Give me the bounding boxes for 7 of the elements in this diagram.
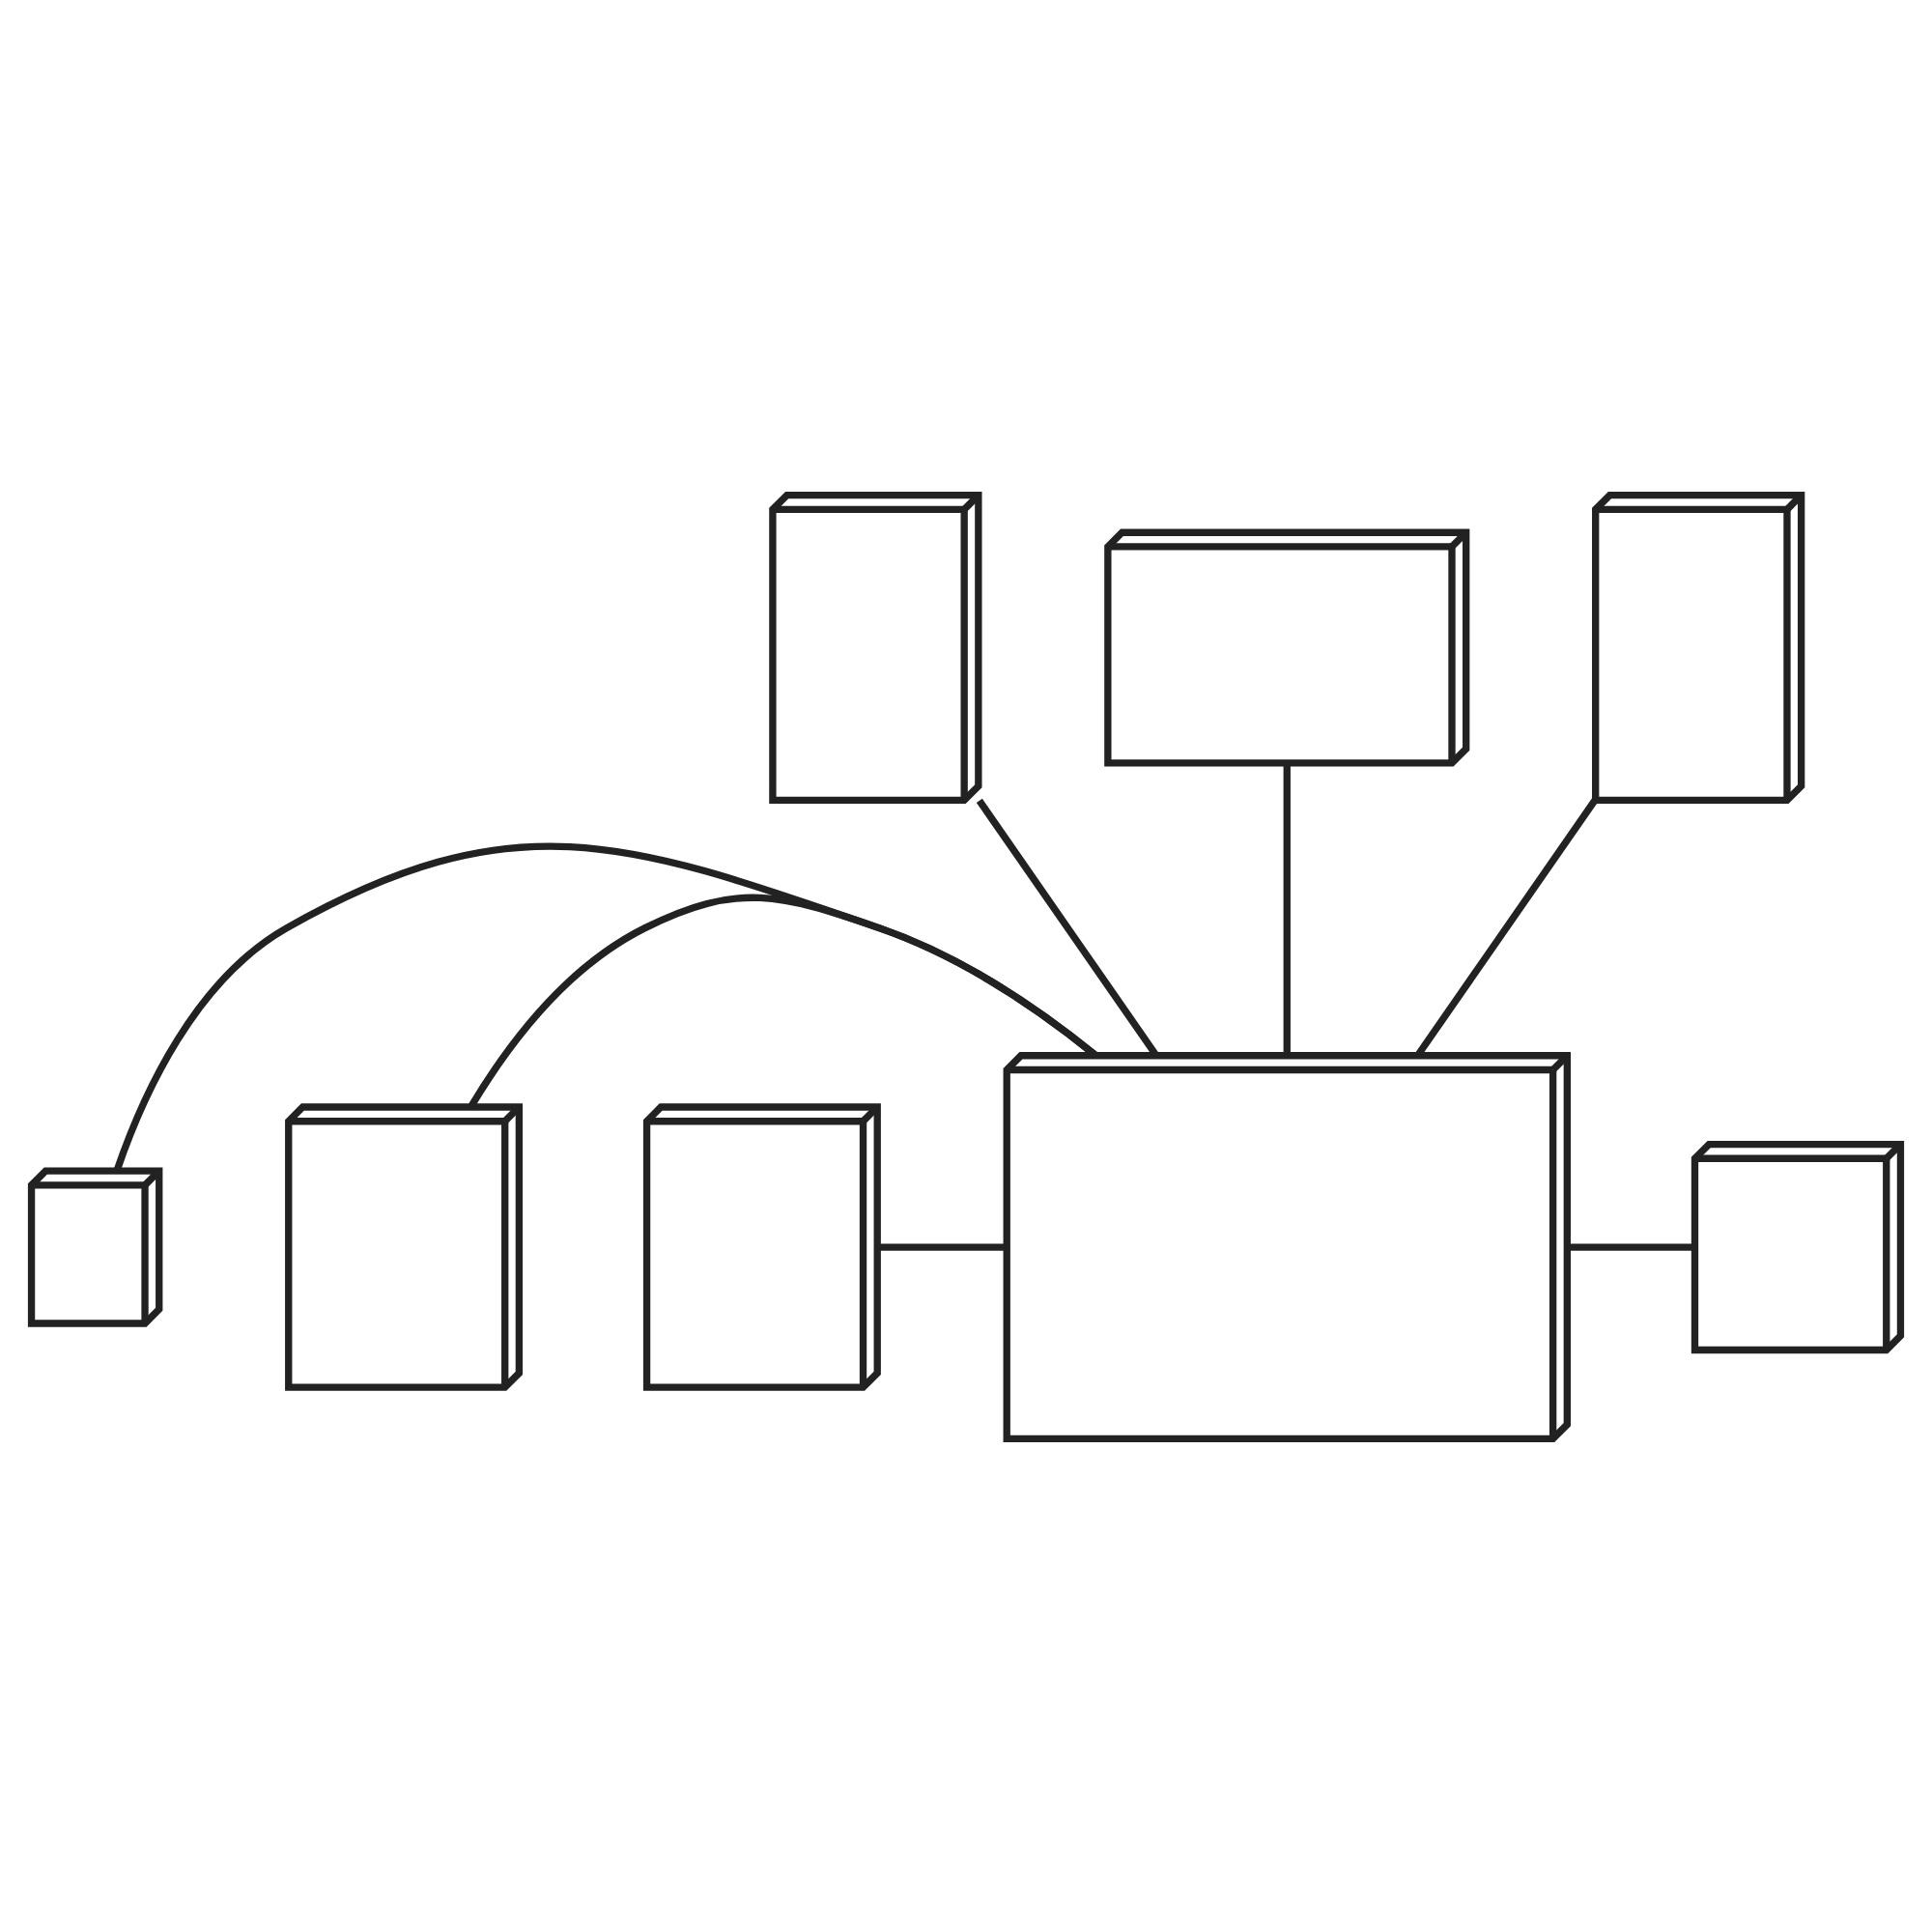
connector — [1567, 1242, 1694, 1250]
connector — [469, 893, 1098, 1107]
connector — [1415, 797, 1598, 1057]
connector — [976, 797, 1159, 1057]
connector — [113, 841, 1098, 1171]
connector — [1283, 763, 1291, 1055]
connector — [877, 1242, 1007, 1250]
